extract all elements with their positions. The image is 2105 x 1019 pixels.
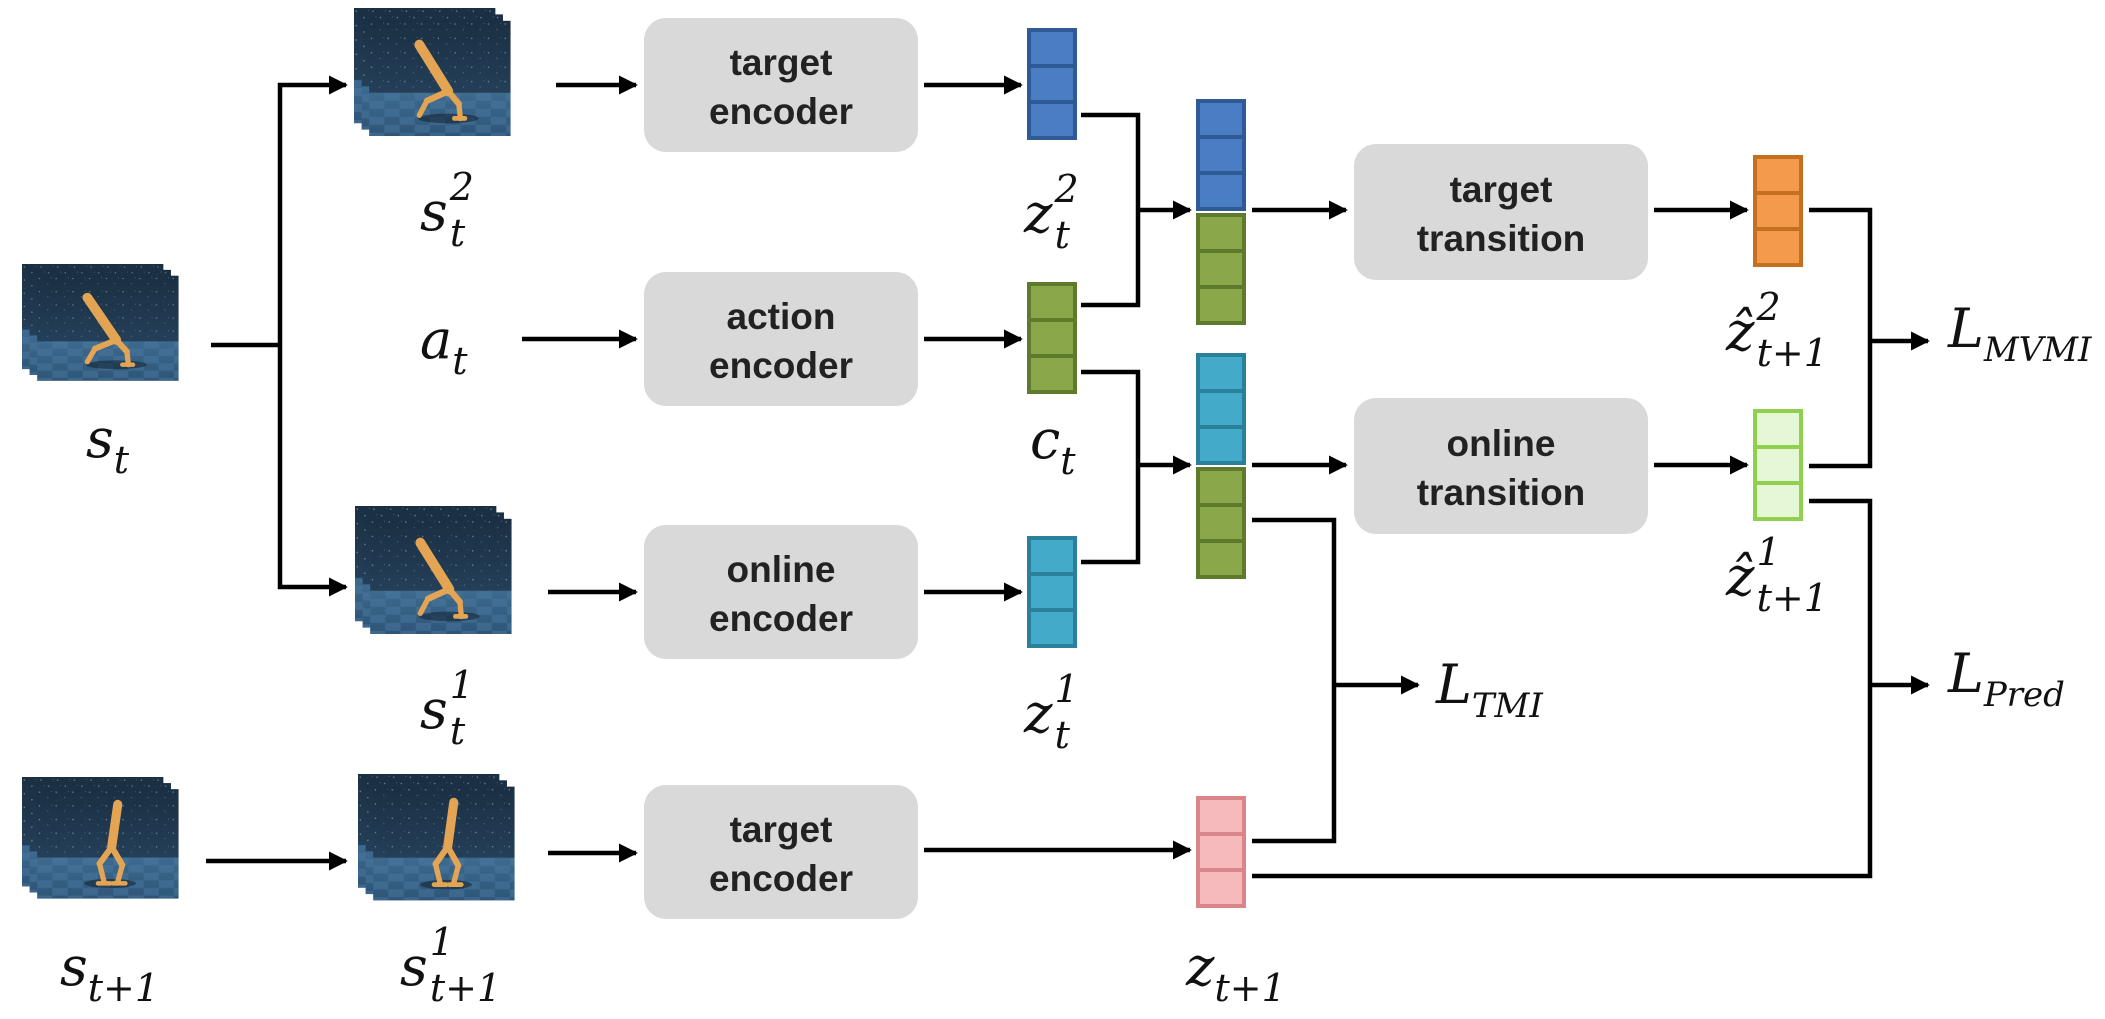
walker-frames-st: [22, 264, 179, 381]
box-label-line2: encoder: [709, 598, 853, 639]
online-encoder-box: online encoder: [644, 525, 918, 659]
target-encoder-top-box: target encoder: [644, 18, 918, 152]
box-label-line2: transition: [1417, 218, 1586, 259]
concat-z1-c-vector: [1196, 353, 1246, 579]
box-label-line2: encoder: [709, 91, 853, 132]
box-label-line2: encoder: [709, 858, 853, 899]
box-label-line2: transition: [1417, 472, 1586, 513]
label-s-t-plus-1: st+1: [60, 935, 159, 1010]
z-hat-t-plus-1-1-vector: [1753, 409, 1803, 521]
z-t-plus-1-vector: [1196, 796, 1246, 908]
box-label-line1: target: [1450, 169, 1553, 210]
box-label-line1: online: [1447, 423, 1556, 464]
z-t1-vector: [1027, 536, 1077, 648]
walker-frames-st2: [354, 8, 511, 136]
walker-frames-st1: [355, 506, 512, 634]
z-t2-vector: [1027, 28, 1077, 140]
concat-z2-c-vector: [1196, 99, 1246, 325]
label-z-t-plus-1: zt+1: [1185, 935, 1286, 1010]
c-t-vector: [1027, 282, 1077, 394]
box-label-line1: target: [730, 809, 833, 850]
box-label-line1: online: [727, 549, 836, 590]
box-label-line2: encoder: [709, 345, 853, 386]
box-label-line1: target: [730, 42, 833, 83]
target-transition-box: target transition: [1354, 144, 1648, 280]
label-L-TMI: LTMI: [1435, 653, 1543, 726]
action-encoder-box: action encoder: [644, 272, 918, 406]
connectors: [206, 75, 1930, 879]
z-hat-t-plus-1-2-vector: [1753, 155, 1803, 267]
online-transition-box: online transition: [1354, 398, 1648, 534]
target-encoder-bottom-box: target encoder: [644, 785, 918, 919]
label-L-MVMI: LMVMI: [1947, 297, 2092, 370]
label-s-t: st: [86, 407, 130, 482]
label-c-t: ct: [1030, 408, 1076, 483]
label-a-t: at: [420, 308, 468, 383]
walker-frames-st-plus-1: [22, 777, 179, 899]
walker-frames-st-plus-1-1: [358, 774, 515, 900]
box-label-line1: action: [727, 296, 836, 337]
label-L-Pred: LPred: [1947, 642, 2065, 715]
